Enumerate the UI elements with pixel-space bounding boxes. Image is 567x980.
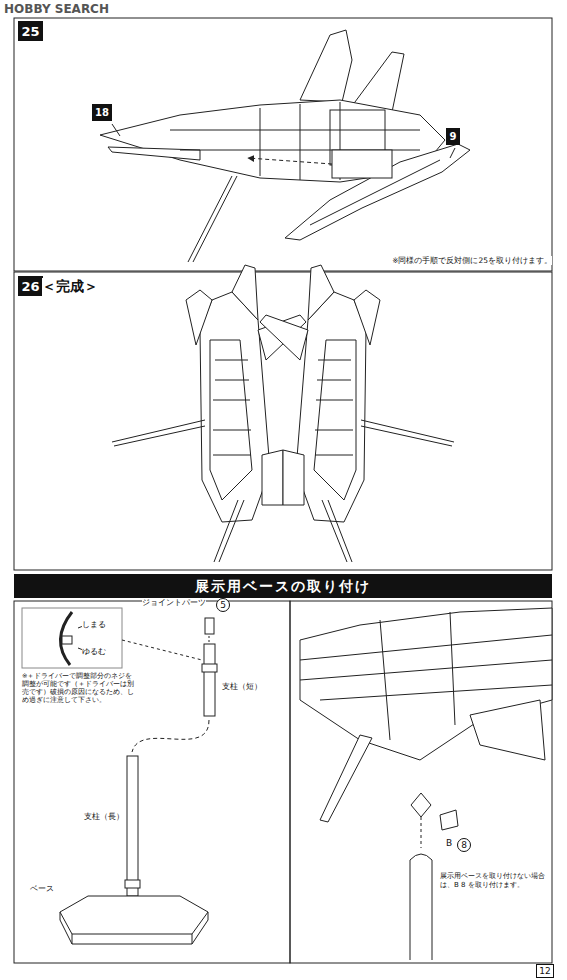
step-heading: ＜完成＞ [42, 278, 98, 296]
node-text: 25 [21, 25, 39, 38]
node-text: 5 [220, 601, 226, 610]
part-name: ジョイントパーツ [142, 598, 206, 608]
part-name: 支柱（短） [222, 682, 262, 692]
node-text: 12 [539, 967, 550, 976]
callout-number: 18 [92, 104, 112, 121]
node-text: 展示用ベースの取り付け [195, 579, 371, 593]
section-band: 展示用ベースの取り付け [14, 574, 552, 598]
node-text: 9 [450, 132, 457, 142]
callout-number: 9 [446, 128, 460, 145]
step-number: 26 [18, 276, 43, 296]
part-number: 8 [457, 838, 471, 852]
step-number: 25 [18, 21, 43, 41]
node-text: 26 [21, 280, 39, 293]
note: ※同様の手順で反対側に25を取り付けます。 [392, 256, 552, 265]
direction-label: しまる [82, 620, 106, 630]
part-number: 5 [216, 598, 230, 612]
node-text: 8 [461, 841, 467, 850]
node-text: 18 [95, 108, 109, 118]
direction-label: ゆるむ [82, 647, 106, 657]
page-number: 12 [536, 964, 554, 978]
part-name: ベース [30, 884, 54, 894]
part-name: 支柱（長） [84, 812, 124, 822]
part-letter: B [446, 838, 452, 849]
watermark: HOBBY SEARCH [4, 2, 109, 17]
note: ※＋ドライバーで調整部分のネジを調整が可能です（＋ドライバーは別売です）破損の原… [22, 672, 134, 705]
note: 展示用ベースを取り付けない場合は、B 8 を取り付けます。 [440, 872, 546, 890]
